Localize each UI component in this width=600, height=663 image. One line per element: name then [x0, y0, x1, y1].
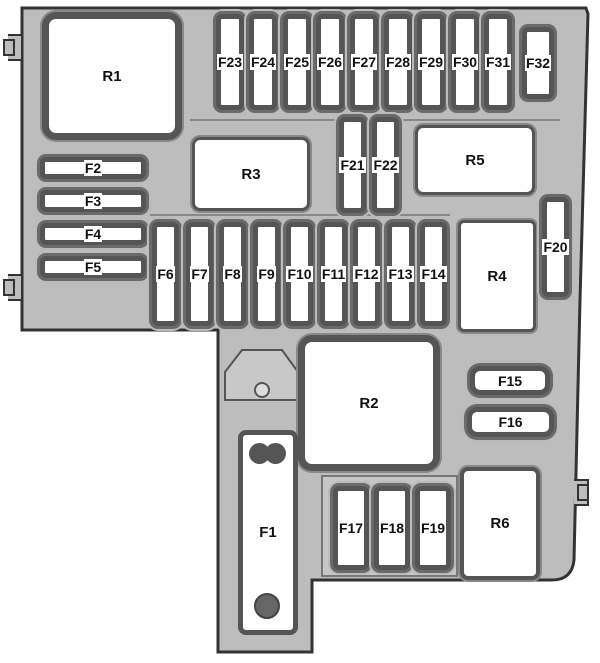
fuse-label: F30: [451, 54, 479, 70]
fuse-label: F24: [249, 54, 277, 70]
fuse-f6: F6: [152, 222, 179, 326]
fuse-label: F17: [337, 520, 365, 536]
fuse-label: F28: [384, 54, 412, 70]
fuse-label: F9: [257, 266, 276, 282]
relay-r1: R1: [42, 12, 182, 140]
fuse-label: F4: [83, 226, 103, 242]
fuse-f26: F26: [316, 14, 344, 110]
relay-r3: R3: [192, 137, 310, 211]
fuse-f14: F14: [420, 222, 447, 326]
fuse-f10: F10: [286, 222, 313, 326]
relay-r5: R5: [415, 125, 535, 195]
relay-label: R1: [101, 67, 123, 85]
fuse-f27: F27: [350, 14, 378, 110]
relay-r6: R6: [460, 467, 540, 580]
fuse-label: F20: [542, 239, 569, 255]
relay-r2: R2: [298, 335, 440, 471]
fuse-label: F31: [484, 54, 512, 70]
fuse-label: F14: [420, 266, 447, 282]
fuse-label: F3: [83, 193, 103, 209]
fuse-f30: F30: [451, 14, 479, 110]
fuse-f20: F20: [542, 197, 569, 297]
fuse-label: F11: [320, 266, 347, 282]
fuse-f15: F15: [470, 366, 550, 395]
fuse-label: F13: [387, 266, 414, 282]
fuse-f21: F21: [339, 117, 366, 213]
fuse-label: F6: [156, 266, 175, 282]
fuse-f13: F13: [387, 222, 414, 326]
fuse-label: F1: [259, 524, 277, 541]
fuse-label: F32: [524, 55, 552, 71]
fuse-f9: F9: [253, 222, 280, 326]
fuse-label: F18: [378, 520, 406, 536]
fuse-f19: F19: [415, 486, 451, 570]
fuse-label: F5: [83, 259, 103, 275]
relay-label: R4: [486, 267, 508, 285]
fuse-label: F26: [316, 54, 344, 70]
fuse-label: F21: [339, 157, 366, 173]
fuse-f22: F22: [372, 117, 399, 213]
fuse-f11: F11: [320, 222, 347, 326]
fuse-label: F25: [283, 54, 311, 70]
fuse-f29: F29: [417, 14, 445, 110]
relay-label: R6: [489, 515, 511, 532]
fuse-label: F27: [350, 54, 378, 70]
fuse-f32: F32: [522, 27, 554, 99]
fuse-f5: F5: [40, 256, 146, 278]
fuse-f23: F23: [216, 14, 244, 110]
relay-label: R2: [358, 394, 380, 412]
fuse-label: F15: [496, 372, 524, 389]
fuse-label: F22: [372, 157, 399, 173]
fuse-label: F12: [353, 266, 380, 282]
f1-terminal-bolt-pair: [249, 443, 287, 465]
mounting-tabs: [3, 34, 589, 506]
relay-label: R5: [464, 151, 486, 169]
f1-terminal-bolt: [254, 593, 280, 619]
fuse-f31: F31: [484, 14, 512, 110]
fuse-label: F8: [223, 266, 242, 282]
fuse-f8: F8: [219, 222, 246, 326]
fuse-label: F16: [497, 414, 524, 430]
fuse-f16: F16: [467, 407, 554, 437]
fuse-f25: F25: [283, 14, 311, 110]
relay-label: R3: [240, 165, 262, 183]
fuse-f12: F12: [353, 222, 380, 326]
fuse-f18: F18: [374, 486, 410, 570]
fuse-f24: F24: [249, 14, 277, 110]
fuse-label: F7: [190, 266, 209, 282]
fuse-f4: F4: [40, 223, 146, 245]
fuse-f3: F3: [40, 190, 146, 212]
hex-boss-hole: [254, 382, 270, 398]
fuse-label: F2: [83, 160, 103, 176]
fuse-f7: F7: [186, 222, 213, 326]
fuse-f28: F28: [384, 14, 412, 110]
relay-r4: R4: [458, 220, 536, 332]
fuse-label: F19: [419, 520, 447, 536]
fuse-f2: F2: [40, 157, 146, 179]
fuse-f17: F17: [333, 486, 369, 570]
fuse-label: F10: [286, 266, 313, 282]
fuse-label: F23: [216, 54, 244, 70]
fuse-label: F29: [417, 54, 445, 70]
